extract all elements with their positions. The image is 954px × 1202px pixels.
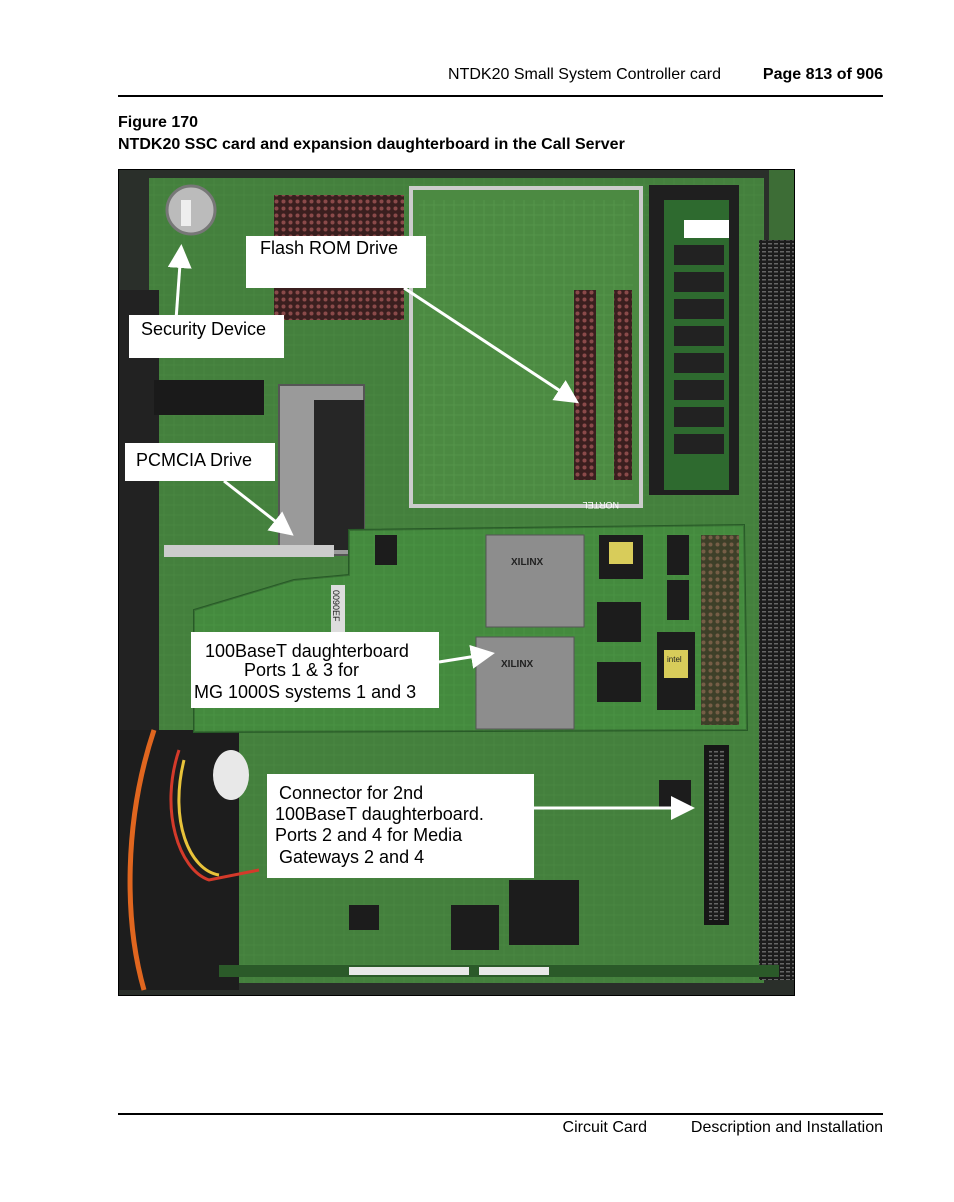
- flash-rom-callout: Flash ROM Drive: [246, 236, 426, 288]
- daughterboard-line1: 100BaseT daughterboard: [205, 641, 409, 661]
- footer-right: Description and Installation: [690, 1119, 883, 1136]
- pcmcia-arrow: [223, 479, 294, 536]
- security-arrow: [167, 244, 192, 321]
- pcmcia-callout: PCMCIA Drive: [125, 443, 275, 481]
- security-callout: Security Device: [129, 315, 284, 358]
- flash-rom-arrow: [403, 286, 580, 404]
- xilinx-chip-2: [475, 636, 575, 730]
- daughterboard-line3: MG 1000S systems 1 and 3: [194, 682, 417, 702]
- xilinx-mark-2: XILINX: [501, 659, 534, 670]
- page-footer: Circuit Card Description and Installatio…: [118, 1119, 883, 1139]
- intel-mark: intel: [667, 655, 682, 664]
- page-header: NTDK20 Small System Controller card Page…: [118, 66, 883, 86]
- pcmcia-label: PCMCIA Drive: [136, 450, 253, 470]
- connector-line3: Ports 2 and 4 for Media: [275, 825, 463, 845]
- connector-line4: Gateways 2 and 4: [279, 847, 425, 867]
- daughterboard-arrow: [438, 644, 495, 669]
- board-illustration: NORTEL 0090EF XILINX XILINX: [119, 170, 794, 995]
- daughterboard-label: 0090EF: [331, 590, 341, 622]
- header-rule: [118, 95, 883, 97]
- nortel-mark: NORTEL: [583, 500, 619, 510]
- circuit-board-photo: NORTEL 0090EF XILINX XILINX: [118, 169, 795, 996]
- footer-left: Circuit Card: [562, 1119, 647, 1136]
- daughterboard-line2: Ports 1 & 3 for: [244, 660, 360, 680]
- daughterboard-callout: 100BaseT daughterboard Ports 1 & 3 for M…: [191, 632, 439, 708]
- figure-caption: NTDK20 SSC card and expansion daughterbo…: [118, 136, 625, 153]
- figure-label: Figure 170: [118, 114, 199, 131]
- xilinx-chip-1: [485, 534, 585, 628]
- xilinx-mark-1: XILINX: [511, 557, 544, 568]
- page-number: Page 813 of 906: [762, 66, 883, 83]
- connector-line2: 100BaseT daughterboard.: [275, 804, 484, 824]
- security-label: Security Device: [141, 319, 267, 339]
- backplane-connector: [759, 240, 794, 980]
- connector-callout: Connector for 2nd 100BaseT daughterboard…: [267, 774, 534, 878]
- connector-line1: Connector for 2nd: [279, 783, 424, 803]
- footer-rule: [118, 1113, 883, 1115]
- document-title: NTDK20 Small System Controller card: [448, 66, 721, 83]
- flash-rom-label: Flash ROM Drive: [260, 238, 399, 258]
